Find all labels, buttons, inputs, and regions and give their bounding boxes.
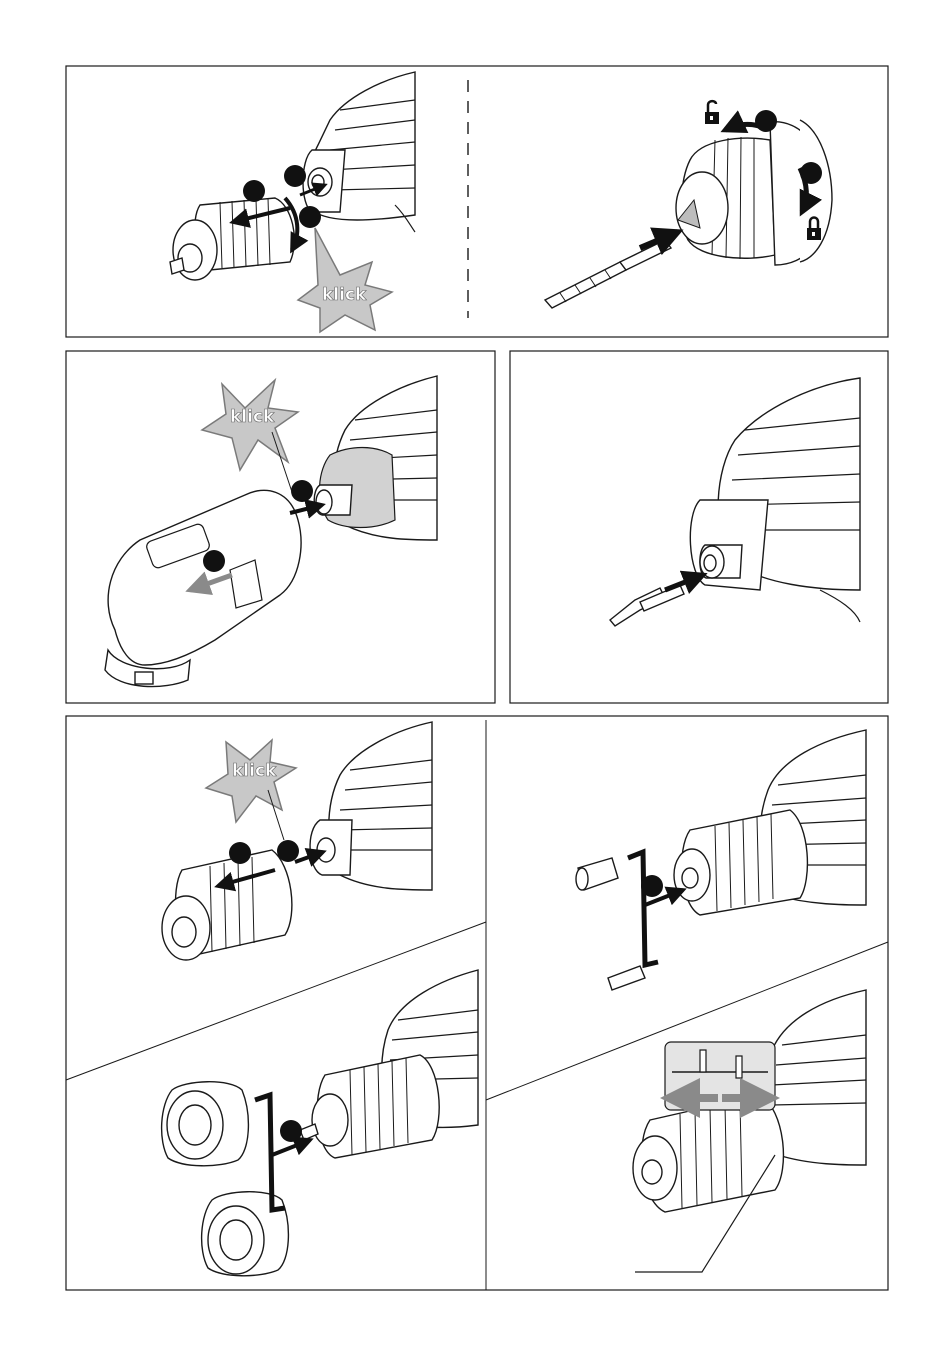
- step-marker-3b: [203, 550, 225, 572]
- spindle-1: [303, 150, 345, 212]
- step-marker-1b: [284, 165, 306, 187]
- step-marker-4a: [229, 842, 251, 864]
- step-marker-1c: [299, 206, 321, 228]
- step-marker-4c: [280, 1120, 302, 1142]
- svg-text:klick: klick: [230, 407, 275, 427]
- step-marker-2a: [755, 110, 777, 132]
- svg-text:klick: klick: [322, 285, 367, 305]
- step-marker-4d: [641, 875, 663, 897]
- mode-selector-panel: [665, 1042, 775, 1110]
- chuck-collar-shaded: [314, 448, 395, 528]
- svg-text:klick: klick: [232, 761, 277, 781]
- step-marker-2b: [800, 162, 822, 184]
- step-marker-1a: [243, 180, 265, 202]
- step-marker-3a: [291, 480, 313, 502]
- chuck-option-b: [202, 1192, 289, 1276]
- chuck-option-a: [162, 1082, 249, 1166]
- step-marker-4b: [277, 840, 299, 862]
- spindle-4a: [310, 820, 352, 875]
